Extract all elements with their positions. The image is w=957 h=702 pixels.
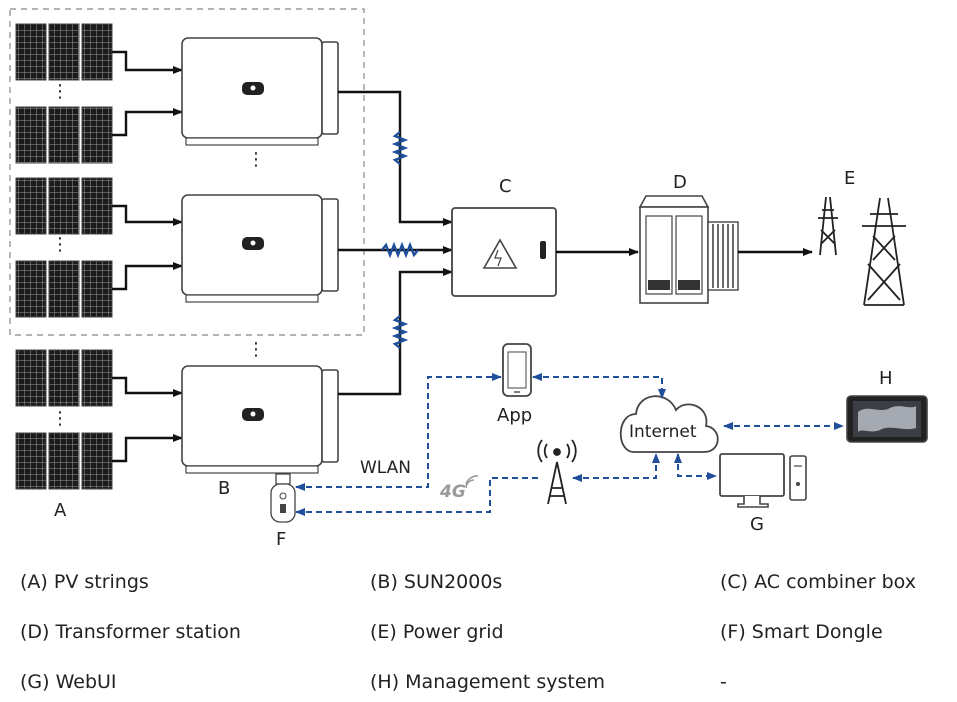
ac-combiner-box [451,207,557,297]
legend-item-g: (G) WebUI [20,671,117,693]
svg-text:⋮: ⋮ [247,339,265,360]
label-b: B [218,478,231,499]
inverter-1 [181,37,339,146]
pv-string-group-2: ⋮ [15,177,113,318]
svg-text:⋮: ⋮ [51,81,69,102]
inverter-to-combiner-lines [338,90,453,396]
legend-item-b: (B) SUN2000s [370,571,503,593]
smart-dongle [270,473,296,523]
label-wlan: WLAN [360,458,412,478]
inverter-2 [181,194,339,303]
label-f: F [276,529,287,550]
label-e: E [844,168,856,189]
legend-item-h: (H) Management system [370,671,606,693]
phone-app-device [502,343,532,397]
legend-item-f: (F) Smart Dongle [720,621,883,643]
ac-cable-coils [381,131,419,349]
label-internet: Internet [629,422,697,442]
label-g: G [750,514,764,535]
legend-item-d: (D) Transformer station [20,621,241,643]
label-a: A [54,500,67,521]
comm-dashed-lines [295,373,844,516]
pv-string-group-1: ⋮ [15,23,113,164]
computer-monitor [719,453,807,508]
label-h: H [879,368,893,389]
power-grid-towers [818,196,906,306]
transformer-station [638,195,739,304]
label-c: C [499,176,512,197]
label-app: App [497,405,533,426]
svg-text:⋮: ⋮ [247,149,265,170]
svg-text:⋮: ⋮ [51,408,69,429]
svg-text:⋮: ⋮ [51,234,69,255]
system-diagram: ⋮ ⋮ ⋮ ⋮ [9,8,928,523]
internet-cloud [619,395,719,453]
management-tablet [846,395,928,443]
legend-item-a: (A) PV strings [20,571,149,593]
pv-to-inverter-lines [112,50,183,463]
cell-tower [537,439,577,505]
legend: (A) PV strings (B) SUN2000s (C) AC combi… [0,555,957,702]
legend-item-c: (C) AC combiner box [720,571,916,593]
label-d: D [673,172,687,193]
pv-string-group-3: ⋮ [15,349,113,490]
legend-item-e: (E) Power grid [370,621,504,643]
inverter-3 [181,365,339,474]
legend-item-empty: - [720,671,727,693]
pv-group-box [9,8,365,336]
fourg-signal-icon [465,475,479,489]
label-4g: 4G [440,482,466,502]
